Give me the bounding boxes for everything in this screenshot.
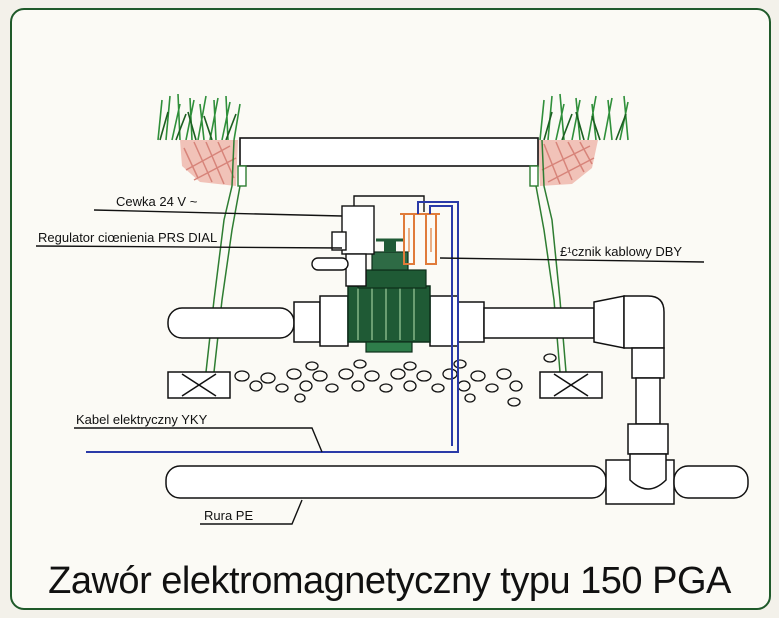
label-cable: Kabel elektryczny YKY xyxy=(76,412,208,427)
grass-left xyxy=(157,93,241,141)
label-pipe: Rura PE xyxy=(204,508,253,523)
upper-pipe xyxy=(167,295,669,455)
grass-right xyxy=(539,93,629,141)
coil-and-regulator xyxy=(311,195,425,287)
electrical-cable xyxy=(86,201,459,453)
lower-pipe xyxy=(165,453,749,505)
label-regulator: Regulator ciœnienia PRS DIAL xyxy=(38,230,217,245)
soil-right xyxy=(538,140,598,186)
label-connector: £¹cznik kablowy DBY xyxy=(560,244,682,259)
label-coil: Cewka 24 V ~ xyxy=(116,194,198,209)
support-block-right xyxy=(539,371,603,399)
solenoid-valve xyxy=(347,238,431,353)
soil-left xyxy=(180,140,238,186)
support-block-left xyxy=(167,371,231,399)
gravel-bed xyxy=(234,353,557,407)
diagram-caption: Zawór elektromagnetyczny typu 150 PGA xyxy=(48,560,731,602)
valve-box-lid xyxy=(237,137,539,187)
leader-lines xyxy=(35,209,705,525)
